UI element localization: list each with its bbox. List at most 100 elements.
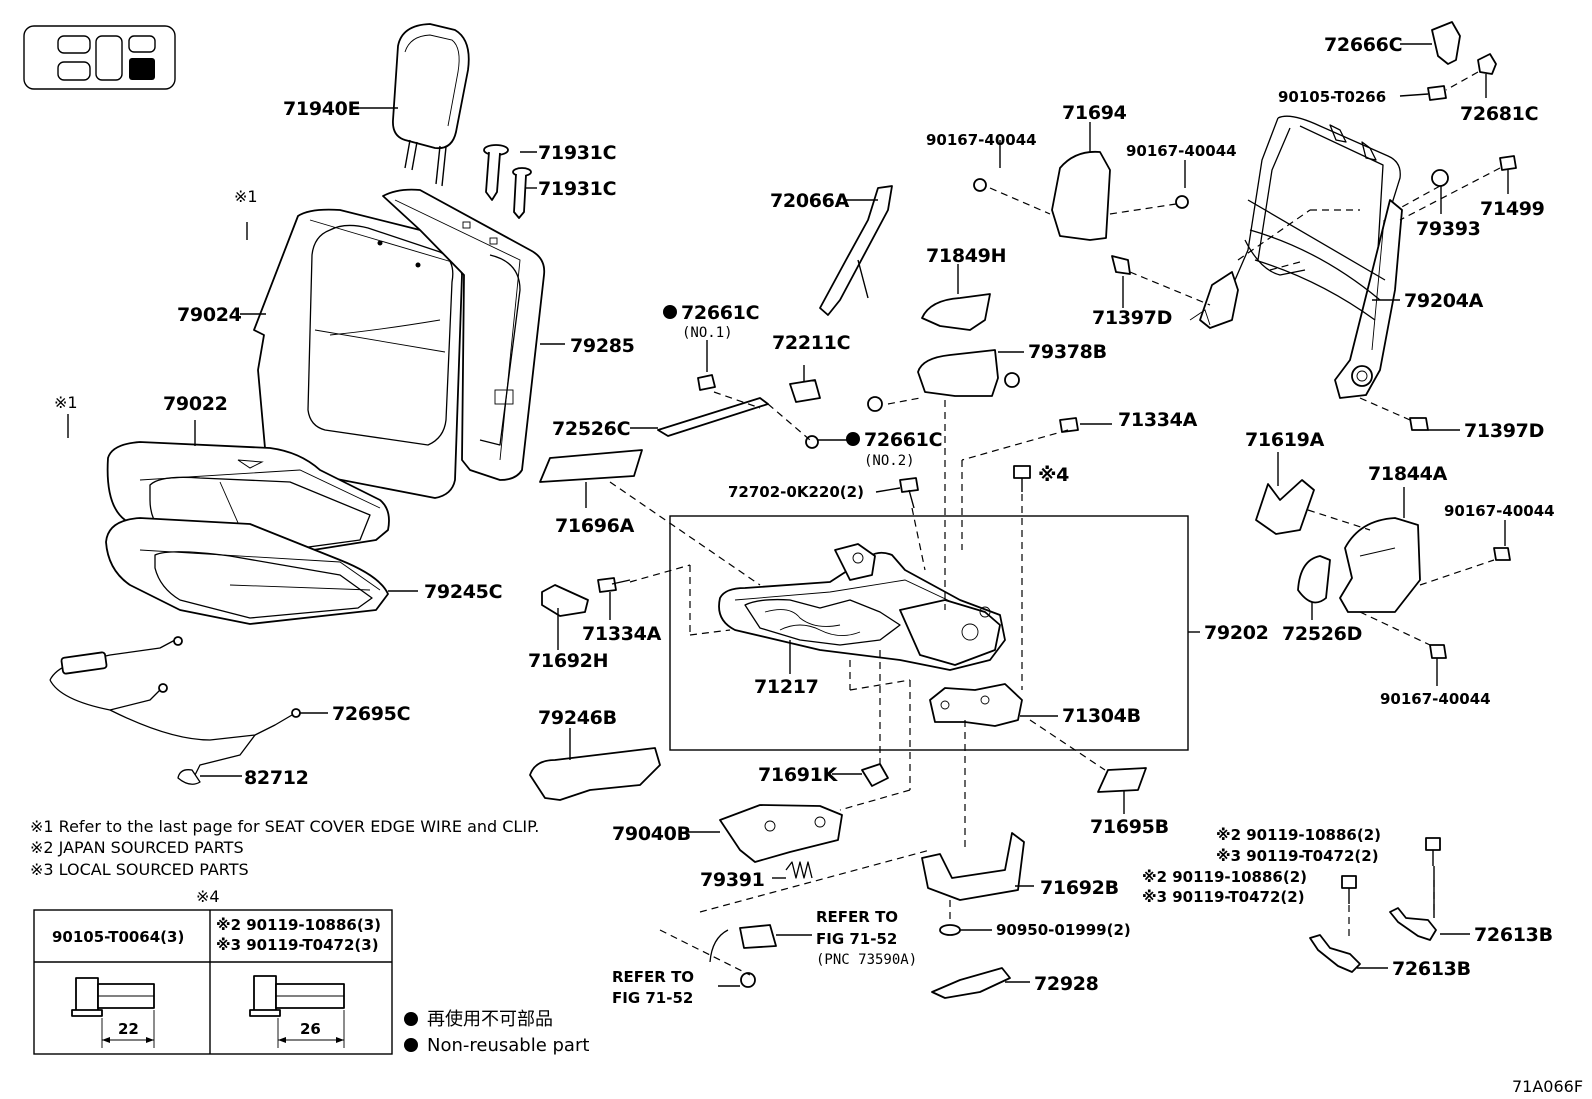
headrest-support-drawing [483,144,532,219]
legend-jp: 再使用不可部品 [427,1009,553,1030]
legend: 再使用不可部品 Non-reusable part [404,1009,589,1056]
label-72702: 72702-0K220(2) [728,483,864,501]
label-90167-b: 90167-40044 [1126,142,1237,160]
label-71692H: 71692H [528,650,608,672]
seatback-cover-drawing [253,188,546,499]
label-bolt1-a: ※2 90119-10886(2) [1216,826,1381,844]
label-71694: 71694 [1062,102,1127,124]
cushion-frame-drawing [718,543,1006,671]
seatback-frame-drawing [1189,115,1403,399]
notes-block: ※1 Refer to the last page for SEAT COVER… [30,817,539,879]
label-79245C: 79245C [424,581,502,603]
note-2: ※2 JAPAN SOURCED PARTS [30,838,244,857]
label-72928: 72928 [1034,973,1099,995]
label-71334A-a: 71334A [582,623,662,645]
bolt-dim-1: 22 [118,1020,139,1038]
seat-position-icon [23,25,176,90]
label-72661C-b-sub: (NO.2) [864,453,915,469]
label-71397D-a: 71397D [1092,307,1172,329]
bolt-table-col2-header-b: ※3 90119-T0472(3) [216,936,379,954]
assembly-dashed-lines [609,71,1501,976]
marker-note1-b: ※1 [54,393,78,412]
label-71692B: 71692B [1040,877,1119,899]
label-71940E: 71940E [283,98,360,120]
bolt-table-col1-header: 90105-T0064(3) [52,928,184,946]
label-90167-d: 90167-40044 [1380,690,1491,708]
seat-cushion-drawing [105,441,390,625]
label-79378B: 79378B [1028,341,1107,363]
bolt-table-marker: ※4 [196,887,220,906]
ref1-line1: REFER TO [816,908,898,926]
label-90167-a: 90167-40044 [926,131,1037,149]
label-72661C-b: 72661C [864,429,942,451]
label-72695C: 72695C [332,703,410,725]
label-72661C-a-sub: (NO.1) [682,325,733,341]
bolt-dim-2: 26 [300,1020,321,1038]
label-71844A: 71844A [1368,463,1448,485]
label-90950: 90950-01999(2) [996,921,1131,939]
label-71217: 71217 [754,676,819,698]
legend-dot-jp [404,1012,418,1026]
bolt-table: ※4 90105-T0064(3) ※2 90119-10886(3) ※3 9… [33,887,393,1055]
diagram-code: 71A066F [1512,1077,1583,1096]
label-72681C: 72681C [1460,103,1538,125]
label-71849H: 71849H [926,245,1006,267]
label-72613B-b: 72613B [1392,958,1471,980]
legend-en: Non-reusable part [427,1035,589,1056]
marker-note1-a: ※1 [234,187,258,206]
label-note4-marker: ※4 [1038,464,1069,486]
ref2-line2: FIG 71-52 [612,989,693,1007]
label-72666C: 72666C [1324,34,1402,56]
label-71931C-b: 71931C [538,178,616,200]
bolt-drawing-1: 22 [71,977,155,1048]
right-small-parts-drawing [1255,21,1517,973]
note-3: ※3 LOCAL SOURCED PARTS [30,860,249,879]
label-72066A: 72066A [770,190,850,212]
label-79246B: 79246B [538,707,617,729]
ref2-line1: REFER TO [612,968,694,986]
label-71696A: 71696A [555,515,635,537]
label-79040B: 79040B [612,823,691,845]
ref1-line2: FIG 71-52 [816,930,897,948]
label-71695B: 71695B [1090,816,1169,838]
label-90167-c: 90167-40044 [1444,502,1555,520]
note-1: ※1 Refer to the last page for SEAT COVER… [30,817,539,836]
label-72613B-a: 72613B [1474,924,1553,946]
label-71619A: 71619A [1245,429,1325,451]
headrest-drawing [392,23,470,187]
label-79285: 79285 [570,335,635,357]
ref1-line3: (PNC 73590A) [816,952,917,968]
label-bolt1-b: ※3 90119-T0472(2) [1216,847,1379,865]
nonreusable-marker-a [663,305,677,319]
label-bolt2-b: ※3 90119-T0472(2) [1142,888,1305,906]
label-90105: 90105-T0266 [1278,88,1386,106]
label-72526C: 72526C [552,418,630,440]
label-72211C: 72211C [772,332,850,354]
nonreusable-marker-b [846,432,860,446]
label-79024: 79024 [177,304,242,326]
bolt-table-col2-header-a: ※2 90119-10886(3) [216,916,381,934]
label-72526D: 72526D [1282,623,1362,645]
label-79204A: 79204A [1404,290,1484,312]
label-71499: 71499 [1480,198,1545,220]
label-71334A-b: 71334A [1118,409,1198,431]
wire-harness-drawing [49,636,301,785]
part-labels: 71940E 71931C 71931C 79024 79285 79022 7… [54,34,1555,1007]
label-bolt2-a: ※2 90119-10886(2) [1142,868,1307,886]
label-71691K: 71691K [758,764,839,786]
label-79393: 79393 [1416,218,1481,240]
label-79391: 79391 [700,869,765,891]
label-79202: 79202 [1204,622,1269,644]
label-71931C-a: 71931C [538,142,616,164]
frame-callout-box [669,515,1189,751]
misc-parts-drawing [529,150,1189,999]
label-72661C-a: 72661C [681,302,759,324]
bolt-drawing-2: 26 [249,975,345,1048]
label-71397D-b: 71397D [1464,420,1544,442]
bracket-71304B-drawing [929,683,1023,727]
label-79022: 79022 [163,393,228,415]
label-71304B: 71304B [1062,705,1141,727]
legend-dot-en [404,1038,418,1052]
